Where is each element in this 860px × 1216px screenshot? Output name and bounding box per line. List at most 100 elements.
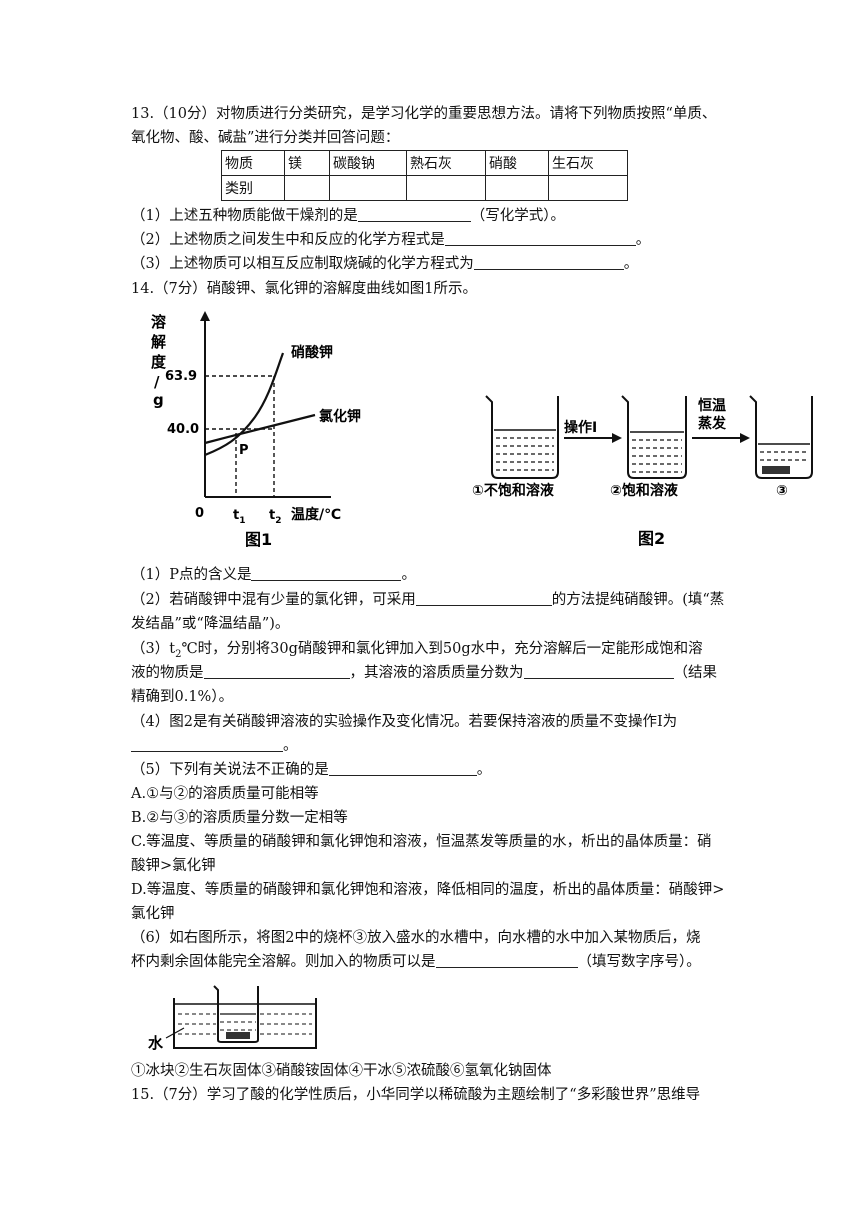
q14-sub3-cont2: 精确到0.1%）。 [131, 689, 234, 705]
q14-sub1: （1）P点的含义是。 [131, 564, 416, 586]
classification-table: 物质 镁 碳酸钠 熟石灰 硝酸 生石灰 类别 [221, 150, 628, 201]
option-c-cont: 酸钾>氯化钾 [131, 858, 216, 874]
kno3-curve [204, 352, 285, 457]
answer-blank[interactable] [131, 736, 283, 752]
y-axis-label: g [153, 391, 164, 409]
option-a: A.①与②的溶质质量可能相等 [131, 786, 319, 802]
point-p-label: P [239, 443, 249, 458]
arrow-right-icon [612, 433, 622, 443]
beaker-1 [485, 395, 559, 479]
x-tick-label-t2: t2 [269, 508, 281, 526]
q13-sub1: （1）上述五种物质能做干燥剂的是 （写化学式）。 [131, 205, 565, 227]
question-text: （5）下列有关说法不正确的是 [131, 762, 329, 778]
question-text: （3）t [131, 641, 176, 657]
table-cell: 类别 [221, 175, 285, 201]
q14-sub3-cont: 液的物质是，其溶液的溶质质量分数为（结果 [131, 662, 717, 684]
answer-blank[interactable] [328, 760, 477, 776]
question-text: （1）P点的含义是 [131, 567, 252, 583]
question-text: （结果 [673, 665, 718, 681]
q14-sub4: （4）图2是有关硝酸钾溶液的实验操作及变化情况。若要保持溶液的质量不变操作Ⅰ为 [131, 714, 678, 730]
question-text: 。 [635, 232, 651, 248]
kno3-curve-label: 硝酸钾 [291, 344, 333, 361]
experiment-figure: ①不饱和溶液 操作Ⅰ ②饱和溶液 恒温 蒸发 ③ 图2 [472, 395, 813, 548]
question-text: 杯内剩余固体能完全溶解。则加入的物质可以是 [131, 954, 436, 970]
water-label: 水 [148, 1034, 164, 1052]
answer-blank[interactable] [444, 230, 636, 246]
q13-sub3: （3）上述物质可以相互反应制取烧碱的化学方程式为 。 [131, 253, 638, 275]
operation-label: 蒸发 [698, 415, 727, 432]
q13-sub2: （2）上述物质之间发生中和反应的化学方程式是 。 [131, 229, 650, 251]
option-d: D.等温度、等质量的硝酸钾和氯化钾饱和溶液，降低相同的温度，析出的晶体质量：硝酸… [131, 882, 725, 898]
kcl-curve-label: 氯化钾 [319, 408, 361, 425]
answer-blank[interactable] [435, 952, 578, 968]
question-text: ，其溶液的溶质质量分数为 [349, 665, 524, 681]
question-text: （填写数字序号）。 [577, 954, 701, 970]
question-text: 的方法提纯硝酸钾。(填“蒸 [551, 592, 725, 608]
q13-line1: 13.（10分）对物质进行分类研究，是学习化学的重要思想方法。请将下列物质按照“… [131, 106, 717, 122]
question-text: （写化学式）。 [470, 208, 565, 224]
answer-blank[interactable] [415, 590, 552, 606]
solution-pattern [632, 439, 682, 473]
question-text: 。 [283, 738, 298, 754]
beaker-2-label: ②饱和溶液 [610, 482, 679, 499]
q14-sub4-cont: 。 [131, 735, 298, 757]
q14-sub6-cont: 杯内剩余固体能完全溶解。则加入的物质可以是 （填写数字序号）。 [131, 951, 701, 973]
q14-sub2-cont: 发结晶”或“降温结晶”)。 [131, 616, 290, 632]
table-cell [284, 175, 330, 201]
solubility-curve-figure: 溶 解 度 / g 63.9 40.0 0 t1 t2 温度/℃ 硝酸钾 氯化钾… [151, 311, 361, 549]
q13-line2: 氧化物、酸、碱盐”进行分类并回答问题： [131, 130, 400, 146]
beaker [213, 985, 259, 1043]
table-row: 类别 [221, 175, 628, 201]
beaker-1-label: ①不饱和溶液 [472, 482, 555, 499]
crystals [762, 466, 790, 474]
crystals [226, 1032, 250, 1039]
answer-blank[interactable] [357, 206, 471, 222]
figure-caption: 图1 [245, 530, 272, 549]
kcl-curve [204, 413, 316, 445]
table-cell: 物质 [221, 150, 285, 176]
table-cell: 镁 [284, 150, 330, 176]
question-text: （2）上述物质之间发生中和反应的化学方程式是 [131, 232, 445, 248]
q14-intro: 14.（7分）硝酸钾、氯化钾的溶解度曲线如图1所示。 [131, 281, 478, 297]
y-tick-label: 63.9 [165, 369, 197, 384]
y-axis-label: 溶 [151, 313, 166, 331]
y-tick-label: 40.0 [167, 422, 199, 437]
table-cell [329, 175, 407, 201]
table-cell: 硝酸 [485, 150, 549, 176]
table-cell [406, 175, 486, 201]
question-text: ℃时，分别将30g硝酸钾和氯化钾加入到50g水中，充分溶解后一定能形成饱和溶 [181, 641, 703, 657]
answer-blank[interactable] [203, 663, 350, 679]
question-text: （3）上述物质可以相互反应制取烧碱的化学方程式为 [131, 256, 474, 272]
y-axis-label: / [154, 373, 160, 391]
pointer-line [165, 1027, 185, 1039]
table-row: 物质 镁 碳酸钠 熟石灰 硝酸 生石灰 [221, 150, 628, 176]
table-cell: 碳酸钠 [329, 150, 407, 176]
q14-sub6: （6）如右图所示，将图2中的烧杯③放入盛水的水槽中，向水槽的水中加入某物质后，烧 [131, 930, 701, 946]
x-tick-label-t1: t1 [233, 508, 245, 526]
question-text: （1）上述五种物质能做干燥剂的是 [131, 208, 358, 224]
y-axis-label: 解 [151, 333, 166, 351]
table-cell [548, 175, 628, 201]
option-b: B.②与③的溶质质量分数一定相等 [131, 810, 348, 826]
arrow-right-icon [740, 433, 750, 443]
beaker-3 [749, 395, 813, 479]
answer-blank[interactable] [251, 565, 402, 581]
question-text: 。 [476, 762, 492, 778]
subscript: 2 [175, 648, 182, 660]
y-axis-label: 度 [151, 353, 167, 371]
q15-line1: 15.（7分）学习了酸的化学性质后，小华同学以稀硫酸为主题绘制了“多彩酸世界”思… [131, 1087, 701, 1103]
water-trough-figure: 水 [148, 985, 317, 1052]
x-axis-label: 温度/℃ [291, 506, 341, 523]
option-d-cont: 氯化钾 [131, 906, 175, 922]
q14-sub3: （3）t2℃时，分别将30g硝酸钾和氯化钾加入到50g水中，充分溶解后一定能形成… [131, 638, 703, 666]
table-cell [485, 175, 549, 201]
q14-sub2: （2）若硝酸钾中混有少量的氯化钾，可采用的方法提纯硝酸钾。(填“蒸 [131, 589, 724, 611]
answer-blank[interactable] [473, 254, 624, 270]
substance-options: ①冰块②生石灰固体③硝酸铵固体④干冰⑤浓硫酸⑥氢氧化钠固体 [131, 1063, 552, 1079]
water-pattern [178, 1013, 312, 1035]
question-text: 。 [623, 256, 639, 272]
solution-pattern [760, 451, 808, 461]
operation-label: 操作Ⅰ [564, 419, 597, 436]
trough [173, 998, 317, 1049]
answer-blank[interactable] [523, 663, 674, 679]
